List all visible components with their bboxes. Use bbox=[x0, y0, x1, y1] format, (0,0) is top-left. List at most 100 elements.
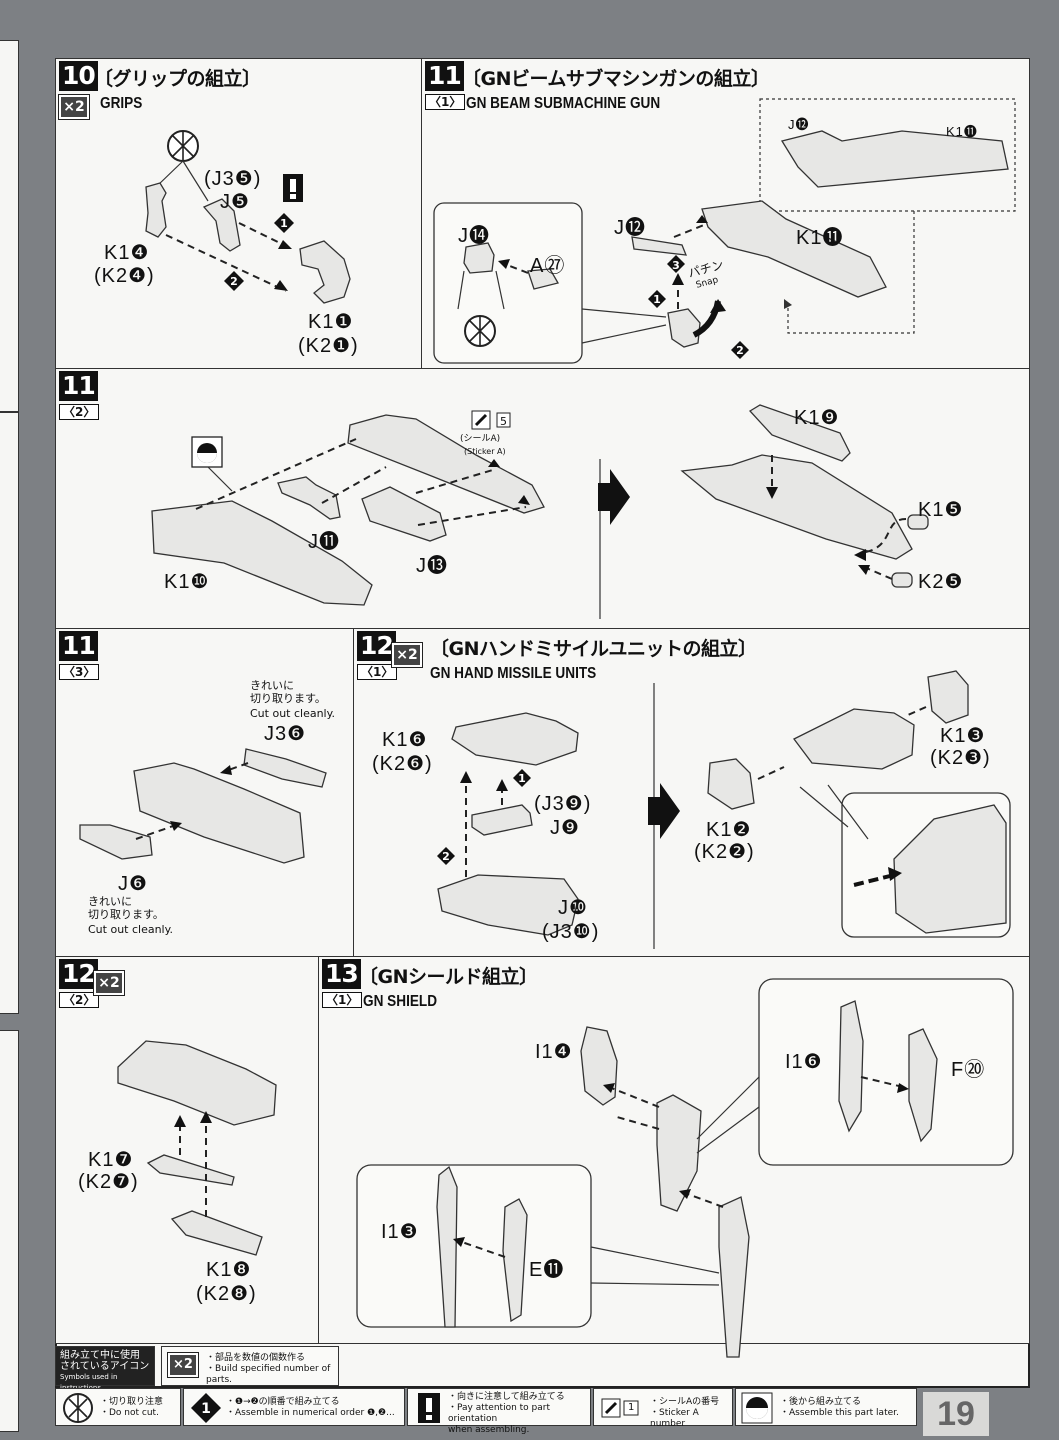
legend-x2: ×2 ・部品を数値の個数作る ・Build specified number o… bbox=[161, 1346, 339, 1386]
label-f20: F⑳ bbox=[951, 1059, 986, 1081]
step-title-jp: 〔GNビームサブマシンガンの組立〕 bbox=[462, 68, 770, 90]
label-k2-7: (K2❼) bbox=[78, 1171, 139, 1193]
grip-assembly-diagram: 1 2 bbox=[145, 130, 351, 304]
cut-note2-jp-a: きれいに bbox=[88, 895, 132, 908]
legend-cut: ・切り取り注意 ・Do not cut. bbox=[55, 1388, 181, 1426]
label-e11: E⓫ bbox=[529, 1259, 565, 1281]
label-j10: J❿ bbox=[558, 897, 588, 919]
step-title-en: GRIPS bbox=[100, 95, 143, 112]
cut-note-jp-a: きれいに bbox=[250, 679, 294, 692]
legend-later-en: ・Assemble this part later. bbox=[780, 1408, 899, 1418]
legend-cut-jp: ・切り取り注意 bbox=[100, 1397, 164, 1407]
step-title-jp: 〔グリップの組立〕 bbox=[94, 68, 261, 90]
warning-icon bbox=[418, 1393, 440, 1423]
legend-order-jp: ・❶→❷の順番で組み立てる bbox=[226, 1397, 340, 1407]
missile-cover-diagram bbox=[117, 1040, 277, 1256]
label-k2-2: (K2❷) bbox=[694, 841, 755, 863]
label-k1-4: K1❹ bbox=[104, 242, 150, 264]
missile-unit-diagram: 1 2 bbox=[437, 670, 1011, 949]
label-k1-9: K1❾ bbox=[794, 407, 840, 429]
sub-step: 〈1〉 bbox=[322, 992, 363, 1008]
svg-text:1: 1 bbox=[653, 293, 661, 306]
label-j3-5: (J3❺) bbox=[204, 168, 262, 190]
sub-step: 〈2〉 bbox=[59, 404, 100, 420]
label-k2-8: (K2❽) bbox=[196, 1283, 257, 1305]
sticker-en: (Sticker A) bbox=[464, 447, 506, 456]
cut-note-jp-b: 切り取ります。 bbox=[250, 692, 326, 705]
step-number: 11 bbox=[59, 631, 98, 661]
label-i1-6: I1❻ bbox=[785, 1051, 823, 1073]
legend-orient-jp: ・向きに注意して組み立てる bbox=[448, 1392, 565, 1402]
label-k2-5: K2❺ bbox=[918, 571, 964, 593]
label-k1-10: K1❿ bbox=[164, 571, 210, 593]
label-j3-9: (J3❾) bbox=[534, 793, 592, 815]
label-j3-10: (J3❿) bbox=[542, 921, 600, 943]
step-number: 11 bbox=[425, 61, 464, 91]
label-k1-11: K1⓫ bbox=[796, 227, 844, 249]
legend-order-en: ・Assemble in numerical order ❶,❷... bbox=[226, 1408, 395, 1418]
cut-note2-en: Cut out cleanly. bbox=[88, 923, 174, 936]
label-j11: J⓫ bbox=[308, 531, 340, 553]
legend-sticker: 1 ・シールAの番号 ・Sticker A number bbox=[593, 1388, 733, 1429]
label-k1-11-inset: K1⓫ bbox=[946, 124, 978, 139]
sticker-number: 5 bbox=[500, 415, 507, 428]
shield-diagram bbox=[356, 978, 1014, 1358]
cut-icon bbox=[63, 1393, 93, 1423]
legend-later-jp: ・後から組み立てる bbox=[780, 1397, 862, 1407]
legend-sticker-number: 1 bbox=[628, 1402, 635, 1413]
label-k2-4: (K2❹) bbox=[94, 265, 155, 287]
step-number: 11 bbox=[59, 371, 98, 401]
legend-sticker-jp: ・シールAの番号 bbox=[650, 1397, 720, 1407]
label-j9: J❾ bbox=[550, 817, 580, 839]
label-j12-inset: J⓬ bbox=[788, 117, 810, 132]
label-i1-4: I1❹ bbox=[535, 1041, 573, 1063]
cut-note-en: Cut out cleanly. bbox=[250, 707, 336, 720]
left-page-fragment-mid bbox=[0, 412, 19, 1014]
legend-x2-en: ・Build specified number of parts. bbox=[206, 1364, 331, 1385]
sub-step: 〈1〉 bbox=[357, 664, 398, 680]
svg-text:2: 2 bbox=[736, 344, 744, 357]
legend-title-jp-b: されているアイコン bbox=[60, 1361, 150, 1372]
left-page-fragment-top bbox=[0, 40, 19, 412]
svg-text:2: 2 bbox=[442, 850, 450, 863]
legend-orient-en-b: when assembling. bbox=[448, 1425, 530, 1435]
label-j6: J❻ bbox=[118, 873, 148, 895]
step-number: 13 bbox=[322, 959, 361, 989]
label-k1-5: K1❺ bbox=[918, 499, 964, 521]
label-k1-1: K1❶ bbox=[308, 311, 354, 333]
sub-step: 〈2〉 bbox=[59, 992, 100, 1008]
count-badge: ×2 bbox=[391, 642, 423, 668]
label-j14: J⓮ bbox=[458, 225, 490, 247]
left-page-fragment-bottom bbox=[0, 1030, 19, 1432]
order-icon: 1 bbox=[191, 1393, 221, 1423]
step-12-2-panel: 12 〈2〉 ×2 K1❼ (K2❼) K1❽ (K2❽) bbox=[55, 956, 320, 1344]
legend-orientation: ・向きに注意して組み立てる ・Pay attention to part ori… bbox=[407, 1388, 591, 1435]
label-k1-2: K1❷ bbox=[706, 819, 752, 841]
step-number: 12 bbox=[357, 631, 396, 661]
gun-barrel-diagram bbox=[79, 748, 327, 864]
step-title-en: GN SHIELD bbox=[363, 993, 438, 1010]
step-number: 10 bbox=[59, 61, 98, 91]
step-13-panel: 13 〈1〉 〔GNシールド組立〕 GN SHIELD I1❹ I1❻ F⑳ I… bbox=[318, 956, 1030, 1358]
label-j5: J❺ bbox=[220, 191, 250, 213]
legend-sticker-en: ・Sticker A number bbox=[650, 1408, 699, 1429]
legend-order: 1 ・❶→❷の順番で組み立てる ・Assemble in numerical o… bbox=[183, 1388, 405, 1426]
svg-text:2: 2 bbox=[230, 275, 238, 288]
icon-legend: 組み立て中に使用 されているアイコン Symbols used in instr… bbox=[55, 1342, 917, 1435]
later-icon bbox=[741, 1392, 773, 1424]
count-badge: ×2 bbox=[93, 970, 125, 996]
sub-step: 〈1〉 bbox=[425, 94, 466, 110]
label-j13: J⓭ bbox=[416, 555, 448, 577]
label-j3-6: J3❻ bbox=[264, 723, 307, 745]
legend-x2-jp: ・部品を数値の個数作る bbox=[206, 1353, 306, 1363]
legend-cut-en: ・Do not cut. bbox=[100, 1408, 159, 1418]
sticker-icon bbox=[601, 1398, 639, 1418]
label-k2-6: (K2❻) bbox=[372, 753, 433, 775]
step-11-3-panel: 11 〈3〉 きれいに 切り取ります。 Cut out cleanly. J3❻… bbox=[55, 628, 355, 958]
label-k1-8: K1❽ bbox=[206, 1259, 252, 1281]
step-12-1-panel: 12 〈1〉 ×2 〔GNハンドミサイルユニットの組立〕 GN HAND MIS… bbox=[353, 628, 1030, 958]
step-number: 12 bbox=[59, 959, 98, 989]
count-badge: ×2 bbox=[58, 94, 90, 120]
svg-text:1: 1 bbox=[518, 772, 526, 785]
legend-orient-en-a: ・Pay attention to part orientation bbox=[448, 1403, 550, 1424]
